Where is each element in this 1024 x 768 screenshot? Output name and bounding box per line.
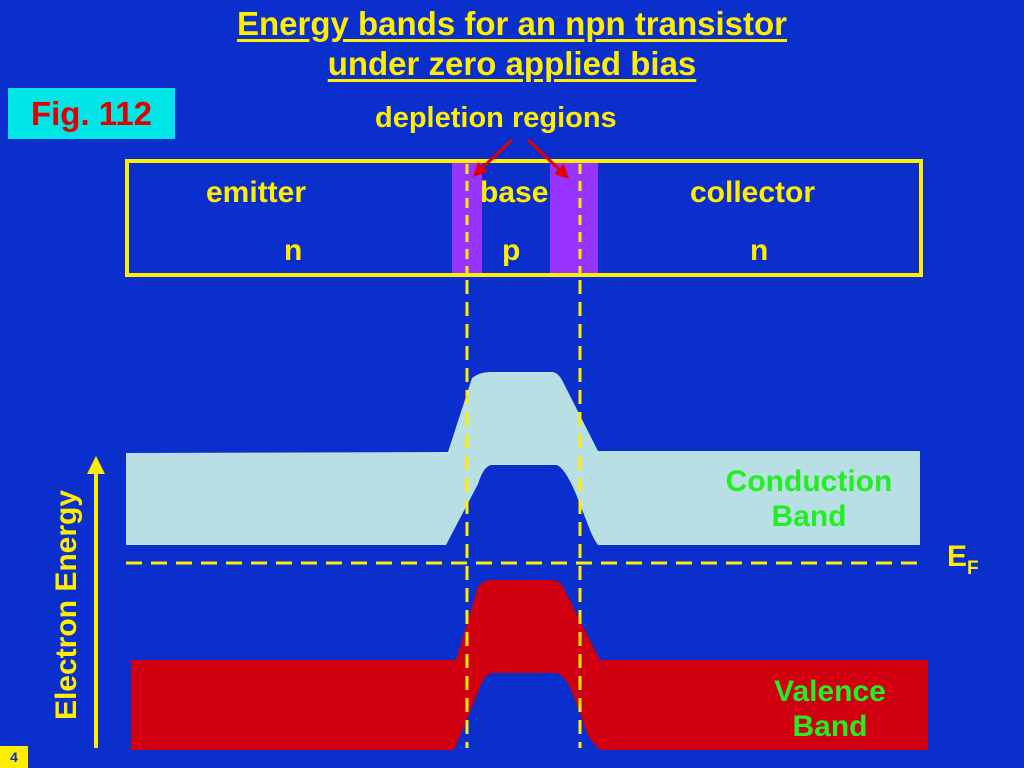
region-label-base: base: [480, 176, 549, 209]
transistor-outline: [125, 159, 923, 277]
region-type-base: p: [502, 234, 521, 267]
depletion-regions-label: depletion regions: [375, 102, 617, 134]
electron-energy-axis-label: Electron Energy: [50, 489, 83, 721]
conduction-label-line-2: Band: [771, 500, 847, 533]
region-type-emitter: n: [284, 234, 303, 267]
title-line-2: under zero applied bias: [327, 45, 697, 82]
fermi-label-sub: F: [967, 558, 979, 579]
conduction-band-label: Conduction Band: [700, 464, 918, 534]
energy-axis-arrowhead: [87, 456, 105, 474]
depletion-arrowhead-right: [554, 164, 569, 179]
conduction-band: [126, 372, 920, 545]
valence-band-label: Valence Band: [740, 674, 920, 744]
depletion-arrow-right: [526, 138, 564, 174]
page-number: 4: [0, 746, 28, 768]
region-label-collector: collector: [690, 176, 816, 209]
fermi-label-main: E: [947, 540, 968, 573]
conduction-label-line-1: Conduction: [725, 465, 893, 498]
title-line-1: Energy bands for an npn transistor: [236, 5, 788, 42]
valence-band: [131, 580, 928, 750]
depletion-arrowhead-left: [473, 162, 488, 177]
depletion-region-base-collector: [550, 162, 598, 276]
valence-label-line-2: Band: [792, 710, 868, 743]
region-label-emitter: emitter: [206, 176, 307, 209]
slide-title: Energy bands for an npn transistor under…: [0, 4, 1024, 84]
figure-label: Fig. 112: [8, 88, 175, 139]
valence-label-line-1: Valence: [774, 675, 886, 708]
depletion-arrow-left: [478, 138, 514, 172]
region-type-collector: n: [750, 234, 769, 267]
fermi-level-label: EF: [947, 540, 979, 579]
